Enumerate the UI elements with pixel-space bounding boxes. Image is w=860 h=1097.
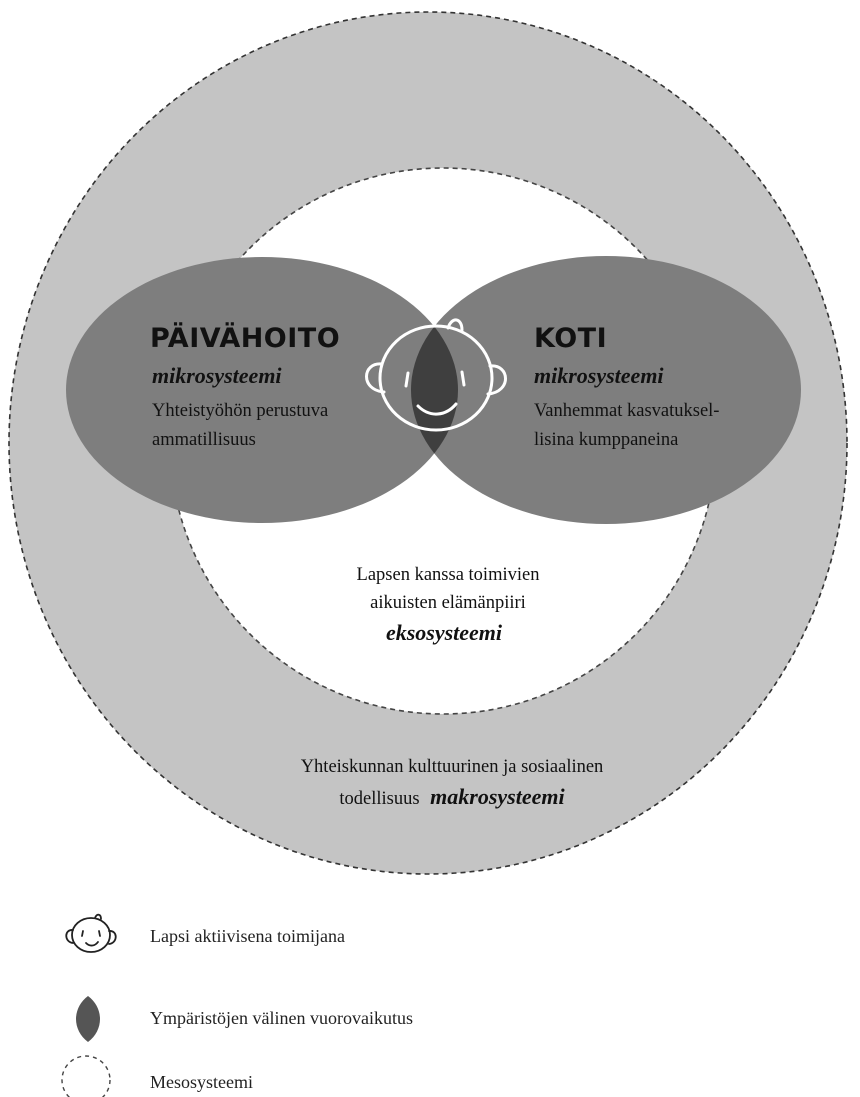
makrosysteemi-line2-text: todellisuus	[339, 789, 419, 809]
legend-label-child: Lapsi aktiivisena toimijana	[150, 926, 345, 946]
legend-label-lens: Ympäristöjen välinen vuorovaikutus	[150, 1008, 413, 1028]
koti-subtitle: mikrosysteemi	[534, 363, 664, 388]
makrosysteemi-line2: todellisuus makrosysteemi	[339, 784, 565, 809]
koti-line1: Vanhemmat kasvatuksel-	[534, 401, 719, 421]
paivahoito-line1: Yhteistyöhön perustuva	[152, 401, 328, 421]
paivahoito-line2: ammatillisuus	[152, 430, 256, 450]
left-ellipse	[66, 257, 458, 523]
koti-line2: lisina kumppaneina	[534, 430, 678, 450]
eksosysteemi-label: eksosysteemi	[386, 620, 503, 645]
eksosysteemi-line1: Lapsen kanssa toimivien	[357, 565, 540, 585]
outer-ring	[8, 11, 848, 875]
child-face-icon	[365, 318, 507, 432]
makrosysteemi-line1: Yhteiskunnan kulttuurinen ja sosiaalinen	[301, 757, 604, 777]
outer-ring-border	[8, 11, 848, 875]
legend-lens-icon	[76, 996, 100, 1042]
paivahoito-subtitle: mikrosysteemi	[152, 363, 282, 388]
paivahoito-heading: PÄIVÄHOITO	[150, 322, 340, 354]
legend-dashed-circle-icon	[61, 1055, 111, 1097]
makrosysteemi-label: makrosysteemi	[430, 784, 565, 809]
koti-heading: KOTI	[534, 323, 607, 354]
legend-label-meso: Mesosysteemi	[150, 1072, 253, 1092]
legend: Lapsi aktiivisena toimijana Ympäristöjen…	[61, 913, 413, 1097]
eksosysteemi-line2: aikuisten elämänpiiri	[370, 593, 526, 613]
legend-child-face-icon	[65, 913, 117, 953]
right-ellipse	[411, 256, 801, 524]
